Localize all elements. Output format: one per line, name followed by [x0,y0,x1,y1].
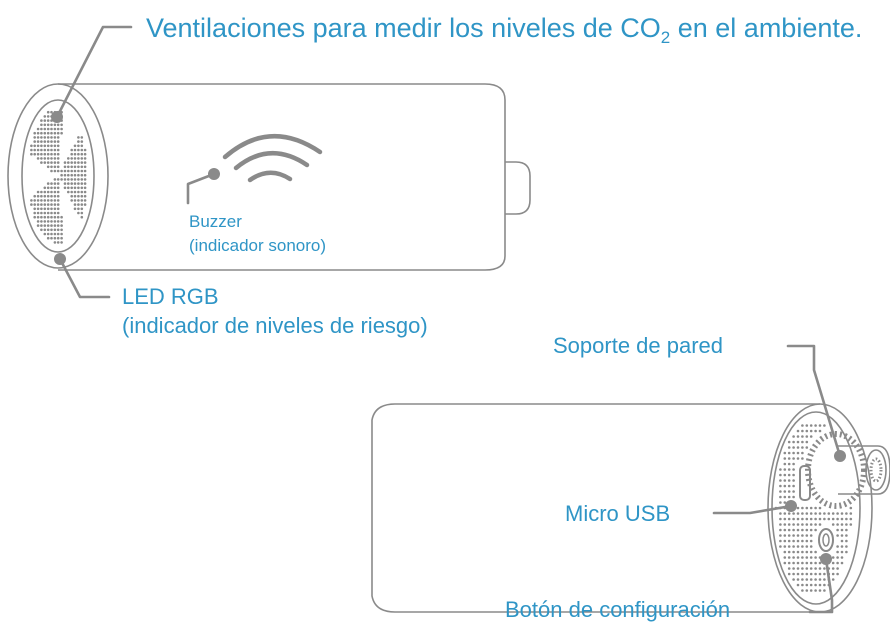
sound-waves-icon [222,133,323,183]
label-config-button: Botón de configuración [505,597,730,622]
usb-port-icon [799,465,811,501]
button-icon [818,528,834,552]
label-led-desc: (indicador de niveles de riesgo) [122,313,428,338]
threaded-mount-icon [805,431,890,509]
device-rear-view [371,403,890,613]
callout-micro-usb [712,500,797,515]
device-rear-body [371,403,820,613]
vent-grille-icon [30,110,87,244]
label-buzzer: Buzzer [189,212,242,231]
callout-config-button [808,553,834,614]
label-led: LED RGB [122,284,219,309]
device-front-view [7,83,531,271]
callout-buzzer [186,168,220,205]
vent-grille-icon [774,424,853,592]
callout-wall-mount [786,344,846,462]
device-front-face-rim [7,83,109,269]
device-front-face-inner [21,99,95,253]
device-front-end-cap [505,161,531,215]
device-front-body [58,83,506,271]
label-micro-usb: Micro USB [565,501,670,526]
callout-vents [51,25,133,123]
callout-led [54,253,111,299]
label-vents: Ventilaciones para medir los niveles de … [146,13,862,47]
label-wall-mount: Soporte de pared [553,333,723,358]
label-buzzer-desc: (indicador sonoro) [189,236,326,255]
